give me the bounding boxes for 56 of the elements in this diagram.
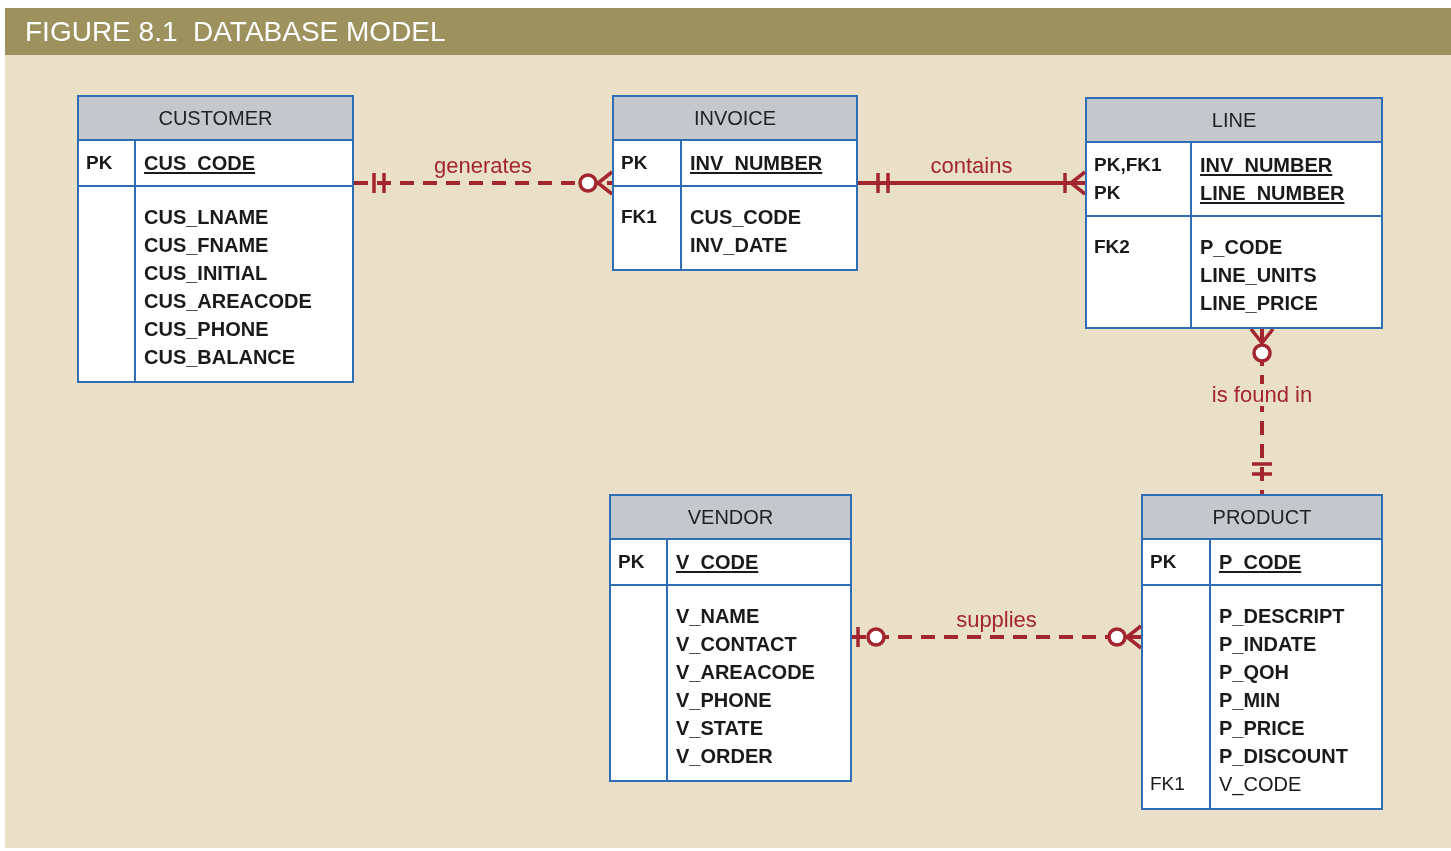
field-name: INV_NUMBER bbox=[690, 151, 823, 176]
field-name: V_CONTACT bbox=[676, 632, 797, 657]
relationship-line bbox=[852, 624, 1143, 650]
key-label: FK2 bbox=[1094, 234, 1130, 259]
field-name: P_MIN bbox=[1219, 688, 1281, 713]
field-name: P_CODE bbox=[1219, 550, 1302, 575]
field-name: CUS_FNAME bbox=[144, 233, 269, 258]
key-label: PK bbox=[621, 150, 648, 175]
field-name: LINE_PRICE bbox=[1200, 291, 1318, 316]
field-name: P_INDATE bbox=[1219, 632, 1317, 657]
table-header: LINE bbox=[1087, 99, 1381, 143]
field-name: P_QOH bbox=[1219, 660, 1290, 685]
field-name: P_DESCRIPT bbox=[1219, 604, 1345, 629]
field-name: V_AREACODE bbox=[676, 660, 815, 685]
field-name: CUS_CODE bbox=[690, 205, 802, 230]
field-name: CUS_PHONE bbox=[144, 317, 269, 342]
field-name: LINE_NUMBER bbox=[1200, 181, 1345, 206]
field-name: V_PHONE bbox=[676, 688, 772, 713]
table-header: VENDOR bbox=[611, 496, 850, 540]
key-label: PK,FK1 bbox=[1094, 152, 1162, 177]
field-name: V_CODE bbox=[1219, 772, 1302, 798]
key-label: FK1 bbox=[1150, 771, 1185, 796]
entity-table bbox=[1141, 494, 1383, 810]
field-name: INV_NUMBER bbox=[1200, 153, 1333, 178]
field-name: P_PRICE bbox=[1219, 716, 1305, 741]
key-label: PK bbox=[618, 549, 645, 574]
field-name: V_CODE bbox=[676, 550, 759, 575]
key-label: FK1 bbox=[621, 204, 657, 229]
field-name: P_DISCOUNT bbox=[1219, 744, 1348, 769]
entity-table bbox=[77, 95, 354, 383]
edge-label: generates bbox=[432, 155, 534, 177]
table-header: CUSTOMER bbox=[79, 97, 352, 141]
field-name: V_ORDER bbox=[676, 744, 773, 769]
field-name: LINE_UNITS bbox=[1200, 263, 1317, 288]
table-header: INVOICE bbox=[614, 97, 856, 141]
relationship-line bbox=[858, 170, 1087, 196]
edge-label: supplies bbox=[954, 609, 1039, 631]
field-name: INV_DATE bbox=[690, 233, 788, 258]
entity-table bbox=[1085, 97, 1383, 329]
field-name: V_STATE bbox=[676, 716, 764, 741]
relationship-line bbox=[1249, 327, 1275, 494]
field-name: CUS_INITIAL bbox=[144, 261, 268, 286]
table-header: PRODUCT bbox=[1143, 496, 1381, 540]
figure-title: FIGURE 8.1 DATABASE MODEL bbox=[25, 14, 446, 49]
field-name: CUS_AREACODE bbox=[144, 289, 312, 314]
field-name: CUS_BALANCE bbox=[144, 345, 296, 370]
field-name: CUS_LNAME bbox=[144, 205, 269, 230]
field-name: V_NAME bbox=[676, 604, 760, 629]
field-name: CUS_CODE bbox=[144, 151, 256, 176]
key-label: PK bbox=[86, 150, 113, 175]
field-name: P_CODE bbox=[1200, 235, 1283, 260]
key-label: PK bbox=[1094, 180, 1121, 205]
key-label: PK bbox=[1150, 549, 1177, 574]
relationship-line bbox=[354, 170, 614, 196]
entity-table bbox=[609, 494, 852, 782]
entity-table bbox=[612, 95, 858, 271]
